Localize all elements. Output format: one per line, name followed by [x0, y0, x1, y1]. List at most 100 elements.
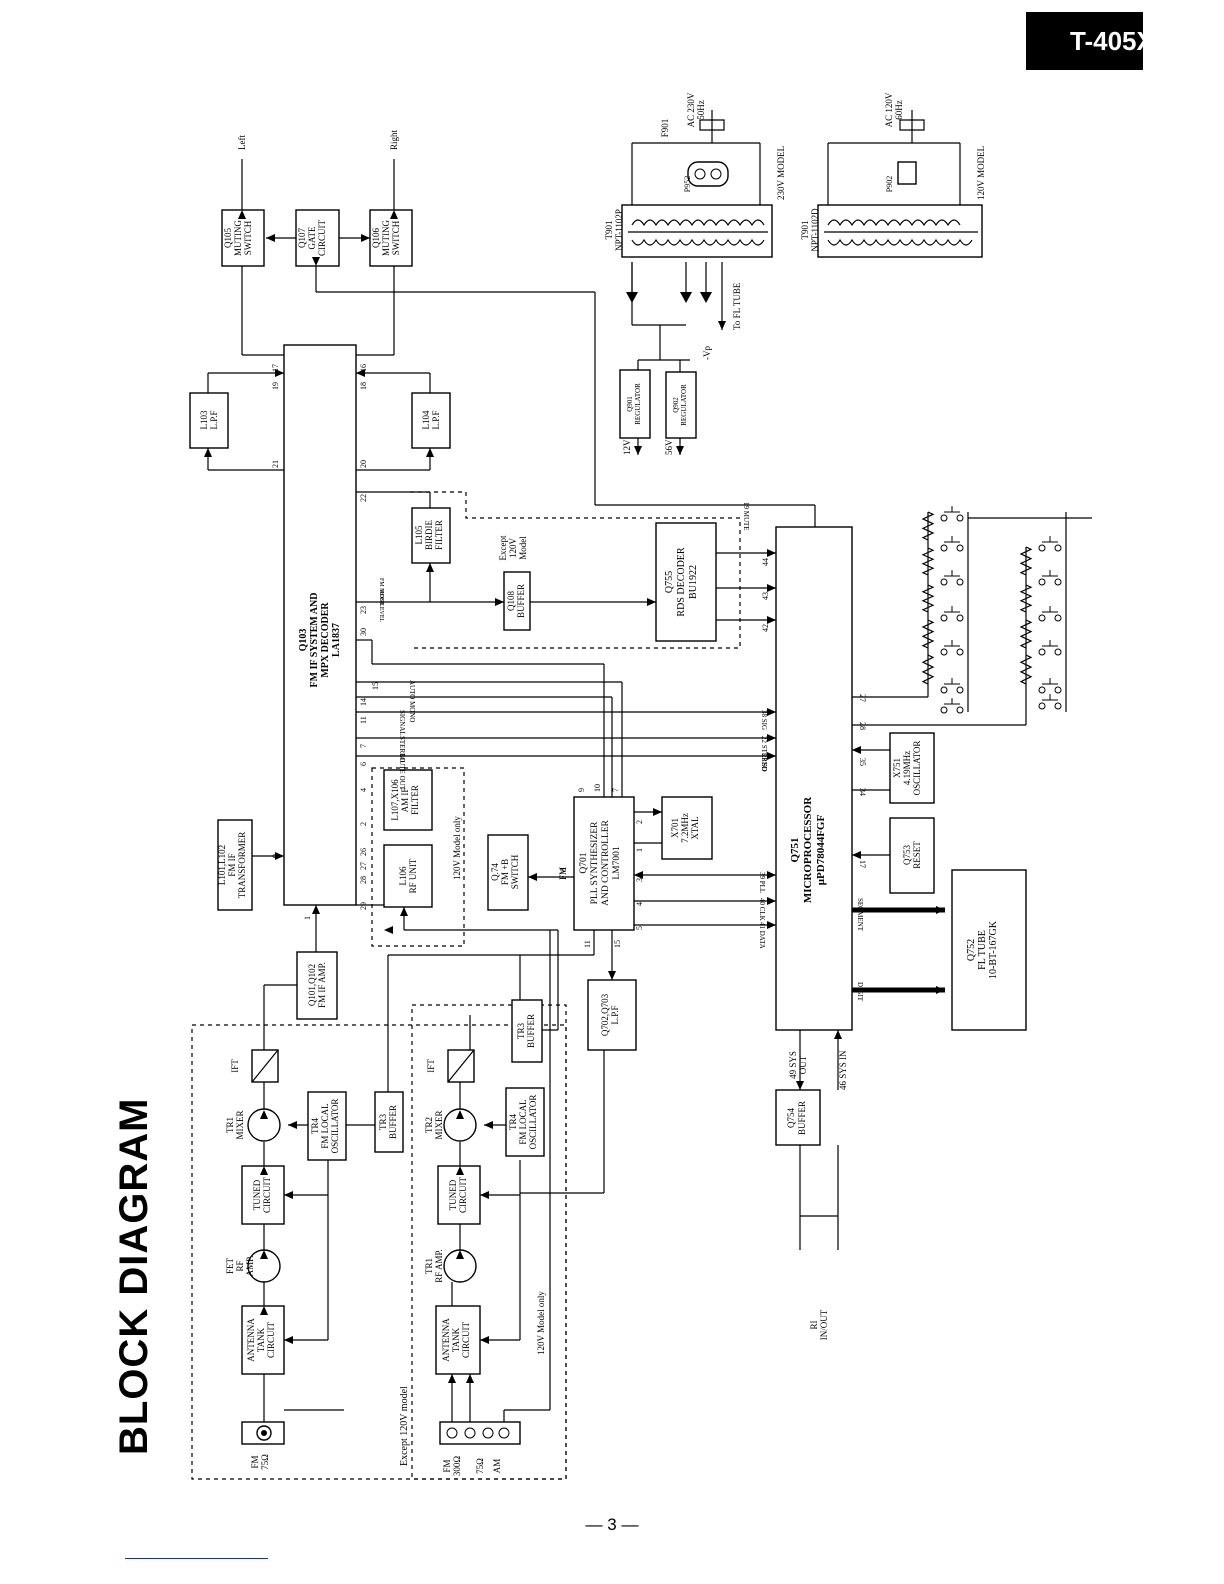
arrowhead: [390, 210, 398, 219]
label-fm-75: FM75Ω: [250, 1454, 270, 1470]
arrowhead: [456, 1250, 464, 1259]
tr3b-l1: BUFFER: [526, 1014, 536, 1048]
l105-l2: FILTER: [434, 520, 444, 550]
ift-2: [447, 1049, 475, 1083]
q752-l1: FL TUBE: [977, 930, 988, 970]
label-230v-model: 230V MODEL: [776, 146, 786, 200]
tuned-circuit-2: TUNEDCIRCUIT: [437, 1165, 481, 1225]
tr3a-l1: BUFFER: [388, 1105, 398, 1139]
lpf-l103: L103L.P.F: [189, 392, 229, 449]
ant1-l0: ANTENNA: [246, 1318, 256, 1362]
arrowhead: [936, 906, 945, 914]
pin-30: 30: [359, 628, 368, 636]
label-fm-300: FM300Ω: [442, 1456, 462, 1477]
q754-text: Q754BUFFER: [786, 1101, 807, 1135]
arrowhead: [384, 926, 393, 934]
l103-l1: L.P.F: [209, 410, 219, 429]
label-tr1-mixer: TR1MIXER: [225, 1111, 245, 1140]
l107-l2: FILTER: [410, 785, 420, 815]
q701-pin-4: 4: [635, 902, 644, 906]
ex-l0: Except: [498, 535, 508, 560]
l107-l0: L107,X106: [390, 779, 400, 821]
q103-l1: FM IF SYSTEM AND: [309, 593, 320, 688]
arrowhead: [448, 1374, 456, 1383]
label-ri-inout: RIIN/OUT: [809, 1309, 829, 1340]
arrowhead: [936, 986, 945, 994]
fm300-l0: FM: [442, 1459, 452, 1472]
l101-l0: L101,L102: [217, 845, 227, 885]
key-switch-icon: [1038, 536, 1062, 552]
key-switch-icon: [940, 678, 964, 694]
arrowhead: [284, 1336, 293, 1344]
arrowhead: [608, 971, 616, 980]
arrowhead: [767, 616, 776, 624]
power-transformer-120v: [817, 204, 983, 258]
q103-text: Q103FM IF SYSTEM ANDMPX DECODERLA1837: [298, 593, 342, 688]
x751-l1: 4.19MHz: [902, 751, 912, 785]
ri-l1: IN/OUT: [819, 1309, 829, 1340]
mx2-l1: MIXER: [434, 1111, 444, 1140]
l105-l1: BIRDIE: [424, 520, 434, 550]
arrowhead: [288, 1121, 297, 1129]
l104-l0: L104: [421, 410, 431, 429]
label-tr2-mixer: TR2MIXER: [424, 1111, 444, 1140]
label-120v-model-only-rf: 120V Model only: [536, 1291, 546, 1355]
q105-l2: SWITCH: [243, 220, 253, 255]
q101-text: Q101,Q102FM IF AMP.: [307, 962, 327, 1008]
rf2-l0: TR1: [424, 1258, 434, 1274]
pin-19: 19: [271, 382, 280, 390]
label-ac230: AC 230V50Hz: [686, 92, 706, 127]
pin-26: 26: [359, 848, 368, 856]
tr4a-l0: TR4: [310, 1118, 320, 1135]
pin-numbers: 17 19 16 18 21 20 22 23 30 15 14 11 7 6 …: [271, 364, 867, 948]
pin-22: 22: [359, 494, 368, 502]
fm-local-oscillator-2: TR4FM LOCALOSCILLATOR: [505, 1087, 545, 1157]
q107-l1: GATE: [307, 226, 317, 249]
so-l1: OUT: [798, 1055, 808, 1074]
l107-text: L107,X106AM IFFILTER: [390, 779, 420, 821]
rf2-l1: RF AMP.: [434, 1249, 444, 1283]
x701-l1: 7.2MHz: [680, 813, 690, 843]
key-switch-icon: [1038, 678, 1062, 694]
tuned2-l0: TUNED: [448, 1179, 458, 1210]
tuned1-text: TUNEDCIRCUIT: [252, 1176, 272, 1213]
arrowhead: [767, 921, 776, 929]
label-to-fl-tube: To FL TUBE: [732, 282, 742, 330]
label-sig-fmmode: FM MODE: [378, 578, 384, 606]
fm300-l1: 300Ω: [452, 1456, 462, 1477]
label-56v: 56V: [664, 439, 674, 455]
fet-l2: AMP.: [245, 1256, 255, 1277]
q107-l0: Q107: [297, 228, 307, 248]
pin-2: 2: [359, 822, 368, 826]
label-stereo: 22 STEREO: [760, 736, 768, 771]
pin-16: 16: [359, 364, 368, 372]
q105-l1: MUTING: [233, 220, 243, 256]
tr4a-text: TR4FM LOCALOSCILLATOR: [310, 1099, 340, 1154]
q701-pin-2: 2: [635, 820, 644, 824]
label-ac120: AC 120V60Hz: [884, 92, 904, 127]
arrowhead: [647, 598, 656, 606]
fuse-p952: [687, 161, 729, 187]
arrowhead: [653, 808, 662, 816]
pin-14: 14: [359, 698, 368, 706]
micro-pin-27: 27: [858, 694, 867, 702]
label-sd: 23 SD: [760, 754, 768, 772]
arrowhead: [400, 907, 408, 916]
tr4b-l1: FM LOCAL: [518, 1099, 528, 1144]
q105-text: Q105MUTINGSWITCH: [223, 220, 253, 256]
arrowhead: [852, 851, 861, 859]
q754-l1: BUFFER: [797, 1101, 807, 1135]
label-pll: 39 PLL: [758, 872, 766, 893]
signal-wires: [207, 142, 1092, 1422]
label-except-120v-model: Except 120V model: [399, 1386, 410, 1466]
fm-75-connector: [241, 1421, 285, 1445]
q751-l1: MICROPROCESSOR: [802, 796, 814, 903]
label-tr1-rf-amp: TR1RF AMP.: [424, 1249, 444, 1283]
rf-unit-l106: L106RF UNIT: [383, 844, 433, 908]
mixer-symbol-2: [443, 1108, 477, 1142]
key-matrix: [921, 506, 1062, 714]
arrowhead: [767, 549, 776, 557]
t901b-l1: NPT-1102D: [810, 208, 820, 252]
footer-rule: [125, 1558, 268, 1559]
micro-pin-44: 44: [761, 558, 770, 566]
